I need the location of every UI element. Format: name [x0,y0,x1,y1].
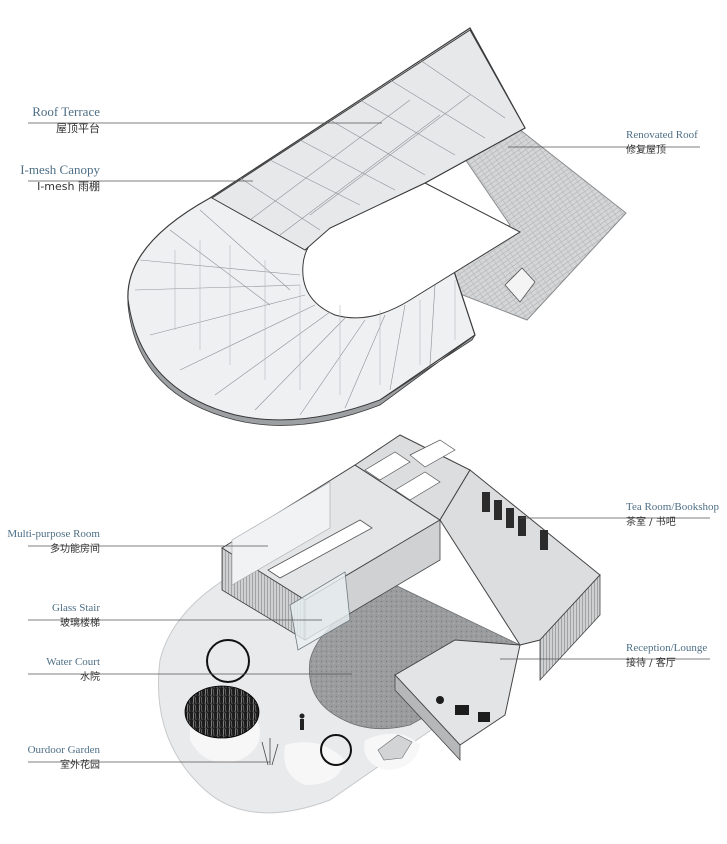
label-multipurpose-room-en: Multi-purpose Room [7,528,100,540]
garden-stone [377,734,413,761]
roof-skylight [504,267,536,303]
label-imesh-canopy-cn: I-mesh 雨棚 [37,179,100,193]
label-glass-stair-cn: 玻璃楼梯 [60,617,100,629]
north-wing-partitions [364,439,456,501]
label-roof-terrace: Roof Terrace 屋顶平台 [20,104,100,136]
label-renovated-roof: Renovated Roof 修复屋顶 [626,129,698,156]
label-glass-stair: Glass Stair 玻璃楼梯 [20,602,100,629]
label-tea-room-cn: 茶室 / 书吧 [626,516,676,528]
glass-stair [289,571,351,651]
reception-furniture [436,696,490,722]
east-wing-facade [539,573,601,682]
label-outdoor-garden-cn: 室外花园 [60,759,100,771]
canopy-structure [134,59,506,416]
label-reception-cn: 接待 / 客厅 [626,657,676,669]
canopy-edge [127,299,476,426]
label-outdoor-garden-en: Ourdoor Garden [27,744,100,756]
label-renovated-roof-cn: 修复屋顶 [626,144,666,156]
label-renovated-roof-en: Renovated Roof [626,129,698,141]
label-reception-en: Reception/Lounge [626,642,708,654]
garden-ring-upper [206,639,250,683]
reception-wing-front [394,673,461,762]
roof-terrace-deck [211,29,526,251]
label-water-court-cn: 水院 [80,671,100,683]
leader-lines [28,122,710,763]
label-tea-room-en: Tea Room/Bookshop [626,501,720,513]
label-glass-stair-en: Glass Stair [52,602,100,614]
label-roof-terrace-en: Roof Terrace [32,104,100,119]
shrub [261,738,279,766]
label-multipurpose-room: Multi-purpose Room 多功能房间 [4,528,100,555]
label-roof-terrace-cn: 屋顶平台 [56,121,100,135]
ground-floor-layer [157,434,601,814]
bookshelves [482,492,548,550]
canopy-hangers [174,240,456,395]
label-multipurpose-room-cn: 多功能房间 [50,543,100,555]
label-water-court: Water Court 水院 [20,656,100,683]
label-water-court-en: Water Court [46,656,100,668]
grass-planter [184,685,260,739]
person-figure [299,713,305,730]
multipurpose-table [267,519,373,579]
label-outdoor-garden: Ourdoor Garden 室外花园 [20,744,100,771]
garden-ring-lower [320,734,352,766]
multipurpose-curtain [231,481,331,586]
label-imesh-canopy: I-mesh Canopy I-mesh 雨棚 [14,162,100,194]
label-tea-room: Tea Room/Bookshop 茶室 / 书吧 [626,501,719,528]
canopy-layer [127,27,627,426]
label-reception: Reception/Lounge 接待 / 客厅 [626,642,707,669]
label-imesh-canopy-en: I-mesh Canopy [20,162,100,177]
